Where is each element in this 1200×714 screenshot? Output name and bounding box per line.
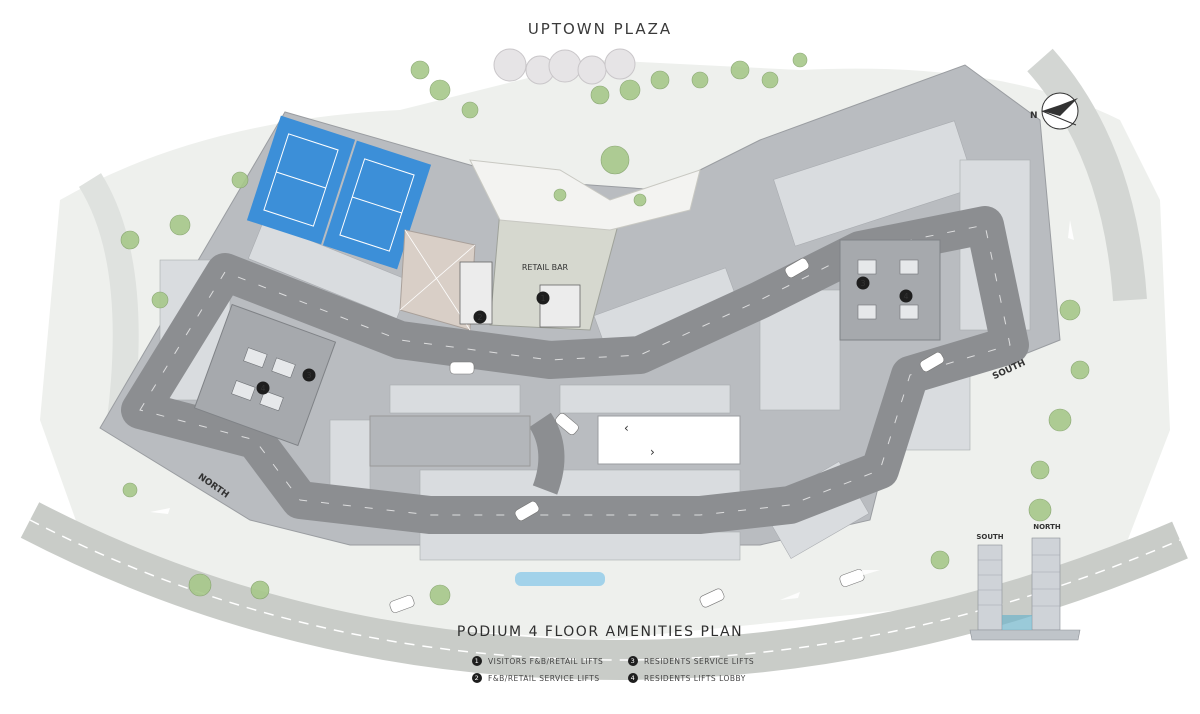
legend-item: 2 F&B/RETAIL SERVICE LIFTS — [472, 673, 600, 683]
marker-1: 1 — [536, 291, 550, 305]
legend-marker: 4 — [628, 673, 638, 683]
plaza-title: UPTOWN PLAZA — [527, 20, 673, 38]
svg-text:3: 3 — [860, 279, 865, 288]
north-tower-core — [193, 303, 337, 447]
svg-text:4: 4 — [903, 292, 908, 301]
water-feature — [515, 572, 605, 586]
legend: 1 VISITORS F&B/RETAIL LIFTS 3 RESIDENTS … — [472, 656, 792, 692]
vehicles — [389, 257, 945, 613]
legend-label: RESIDENTS SERVICE LIFTS — [644, 656, 755, 666]
svg-text:4: 4 — [260, 384, 265, 393]
svg-text:3: 3 — [306, 371, 311, 380]
plan-title: PODIUM 4 FLOOR AMENITIES PLAN — [456, 624, 744, 640]
svg-text:›: › — [650, 445, 655, 459]
south-tower-core — [839, 239, 941, 341]
marker-3-south: 3 — [856, 276, 870, 290]
legend-label: RESIDENTS LIFTS LOBBY — [644, 673, 746, 683]
tower-elevation-inset: SOUTH NORTH — [969, 523, 1081, 641]
trees — [120, 52, 1090, 606]
svg-text:SOUTH: SOUTH — [976, 533, 1003, 541]
svg-text:1: 1 — [540, 294, 545, 303]
legend-label: F&B/RETAIL SERVICE LIFTS — [488, 673, 600, 683]
svg-text:‹: ‹ — [624, 421, 629, 435]
tennis-courts — [246, 115, 432, 270]
legend-item: 4 RESIDENTS LIFTS LOBBY — [628, 673, 746, 683]
retail-bar-label: RETAIL BAR — [522, 263, 569, 272]
legend-item: 1 VISITORS F&B/RETAIL LIFTS — [472, 656, 603, 666]
legend-marker: 3 — [628, 656, 638, 666]
marker-2: 2 — [473, 310, 487, 324]
svg-text:N: N — [1030, 111, 1038, 121]
drop-off-area — [597, 415, 741, 465]
svg-text:2: 2 — [477, 313, 482, 322]
plaza-feature — [493, 48, 636, 85]
legend-marker: 1 — [472, 656, 482, 666]
north-compass-icon: N — [1030, 92, 1079, 130]
traffic-arrows — [150, 220, 1074, 600]
legend-item: 3 RESIDENTS SERVICE LIFTS — [628, 656, 754, 666]
legend-label: VISITORS F&B/RETAIL LIFTS — [488, 656, 604, 666]
svg-text:NORTH: NORTH — [1033, 523, 1061, 531]
marker-4-north: 4 — [256, 381, 270, 395]
marker-4-south: 4 — [899, 289, 913, 303]
legend-marker: 2 — [472, 673, 482, 683]
marker-3-north: 3 — [302, 368, 316, 382]
